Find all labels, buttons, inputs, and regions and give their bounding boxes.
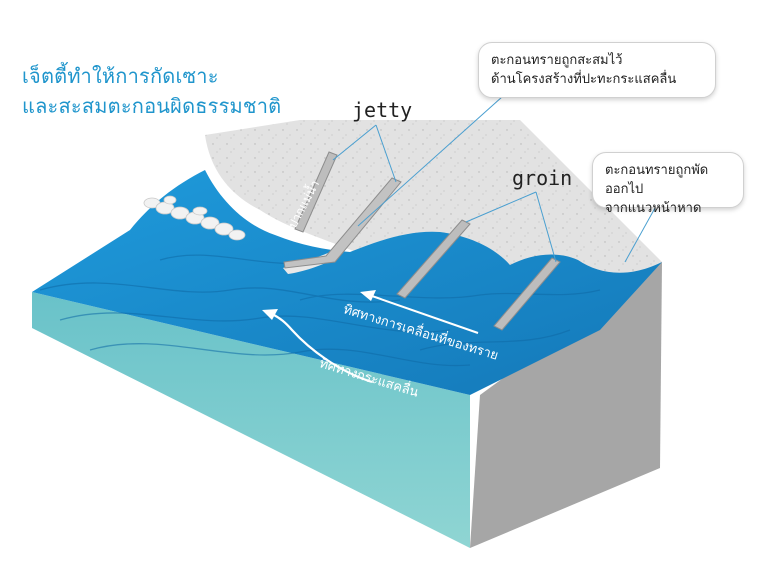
jetty-left	[294, 151, 338, 233]
groin-right	[493, 257, 561, 331]
title-line-1: เจ็ตตี้ทำให้การกัดเซาะ	[22, 64, 219, 88]
groin-structures	[396, 219, 561, 331]
block-side-right	[470, 262, 662, 548]
deposit-callout-line-2: ด้านโครงสร้างที่ปะทะกระแสคลื่น	[491, 72, 677, 87]
ocean-surface	[32, 170, 662, 395]
jetty-label: jetty	[352, 98, 413, 122]
erosion-callout: ตะกอนทรายถูกพัดออกไป จากแนวหน้าหาด	[592, 152, 744, 216]
erosion-callout-line-2: จากแนวหน้าหาด	[605, 201, 702, 216]
deposit-callout: ตะกอนทรายถูกสะสมไว้ ด้านโครงสร้างที่ปะทะ…	[478, 42, 716, 98]
title-line-2: และสะสมตะกอนผิดธรรมชาติ	[22, 94, 282, 118]
offshore-sand-bar	[143, 195, 246, 241]
groin-label: groin	[512, 166, 573, 190]
jetty-right	[283, 177, 402, 269]
current-direction-arrow	[262, 309, 373, 384]
deposit-callout-line-1: ตะกอนทรายถูกสะสมไว้	[491, 53, 623, 68]
groin-left	[396, 219, 471, 299]
leader-lines	[332, 87, 666, 263]
erosion-callout-line-1: ตะกอนทรายถูกพัดออกไป	[605, 163, 709, 197]
block-side-front	[32, 292, 470, 548]
jetty-structures	[283, 151, 402, 269]
sand-direction-arrow	[360, 290, 479, 334]
